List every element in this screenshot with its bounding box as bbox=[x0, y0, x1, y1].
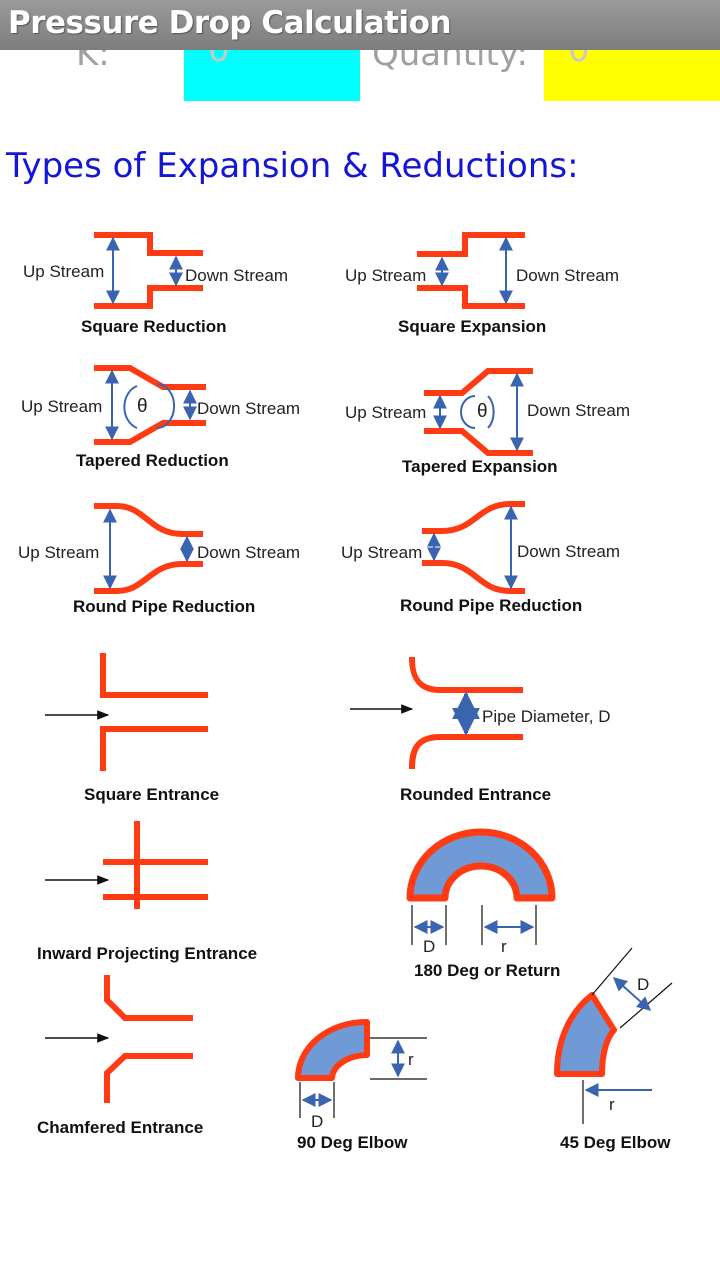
square-entrance-shape bbox=[100, 653, 208, 771]
d-label: D bbox=[311, 1112, 323, 1131]
square-expansion-shape bbox=[417, 232, 525, 309]
elbow-90-shape bbox=[295, 1018, 370, 1081]
theta-label: θ bbox=[477, 401, 488, 422]
quantity-value: 0 bbox=[568, 50, 590, 70]
caption-rounded-entrance: Rounded Entrance bbox=[400, 785, 551, 804]
caption-chamfered-entrance: Chamfered Entrance bbox=[37, 1118, 203, 1137]
chamfered-entrance-shape bbox=[104, 975, 193, 1103]
caption-180-return: 180 Deg or Return bbox=[414, 961, 560, 980]
tapered-reduction-shape bbox=[94, 365, 206, 445]
quantity-label: Quantity: bbox=[372, 50, 528, 74]
caption-square-reduction: Square Reduction bbox=[81, 317, 226, 336]
r-label: r bbox=[609, 1095, 615, 1114]
down-stream-label: Down Stream bbox=[517, 542, 620, 561]
return-180-shape bbox=[406, 828, 556, 902]
down-stream-label: Down Stream bbox=[516, 266, 619, 285]
caption-inward-projecting-entrance: Inward Projecting Entrance bbox=[37, 944, 257, 963]
square-reduction-shape bbox=[94, 232, 203, 309]
inward-entrance-shape bbox=[103, 821, 208, 909]
caption-round-pipe-reduction-2: Round Pipe Reduction bbox=[400, 596, 582, 615]
round-reduction-shape bbox=[94, 503, 203, 594]
down-stream-label: Down Stream bbox=[527, 401, 630, 420]
caption-square-entrance: Square Entrance bbox=[84, 785, 219, 804]
down-stream-label: Down Stream bbox=[197, 543, 300, 562]
d-label: D bbox=[423, 937, 435, 956]
up-stream-label: Up Stream bbox=[21, 397, 102, 416]
up-stream-label: Up Stream bbox=[18, 543, 99, 562]
d-label: D bbox=[637, 975, 649, 994]
up-stream-label: Up Stream bbox=[345, 403, 426, 422]
r-label: r bbox=[501, 937, 507, 956]
pipe-diameter-label: Pipe Diameter, D bbox=[482, 707, 611, 726]
caption-45-elbow: 45 Deg Elbow bbox=[560, 1133, 671, 1152]
tapered-expansion-shape bbox=[424, 368, 533, 456]
caption-tapered-expansion: Tapered Expansion bbox=[402, 457, 558, 476]
title-bar: Pressure Drop Calculation bbox=[0, 0, 720, 50]
section-heading: Types of Expansion & Reductions: bbox=[6, 146, 579, 186]
up-stream-label: Up Stream bbox=[345, 266, 426, 285]
elbow-45-shape bbox=[554, 992, 617, 1077]
down-stream-label: Down Stream bbox=[197, 399, 300, 418]
theta-label: θ bbox=[137, 396, 148, 417]
up-stream-label: Up Stream bbox=[341, 543, 422, 562]
caption-square-expansion: Square Expansion bbox=[398, 317, 546, 336]
app-title: Pressure Drop Calculation bbox=[8, 5, 452, 41]
down-stream-label: Down Stream bbox=[185, 266, 288, 285]
rounded-entrance-shape bbox=[408, 656, 523, 770]
up-stream-label: Up Stream bbox=[23, 262, 104, 281]
quantity-input[interactable]: 0 bbox=[544, 50, 720, 101]
r-label: r bbox=[408, 1050, 414, 1069]
k-value: 0 bbox=[208, 50, 230, 70]
caption-tapered-reduction: Tapered Reduction bbox=[76, 451, 229, 470]
caption-round-pipe-reduction: Round Pipe Reduction bbox=[73, 597, 255, 616]
k-input[interactable]: 0 bbox=[184, 50, 360, 101]
caption-90-elbow: 90 Deg Elbow bbox=[297, 1133, 408, 1152]
k-label: K: bbox=[76, 50, 110, 74]
input-row: K: 0 Quantity: 0 bbox=[0, 50, 720, 102]
round-expansion-shape bbox=[422, 501, 525, 594]
